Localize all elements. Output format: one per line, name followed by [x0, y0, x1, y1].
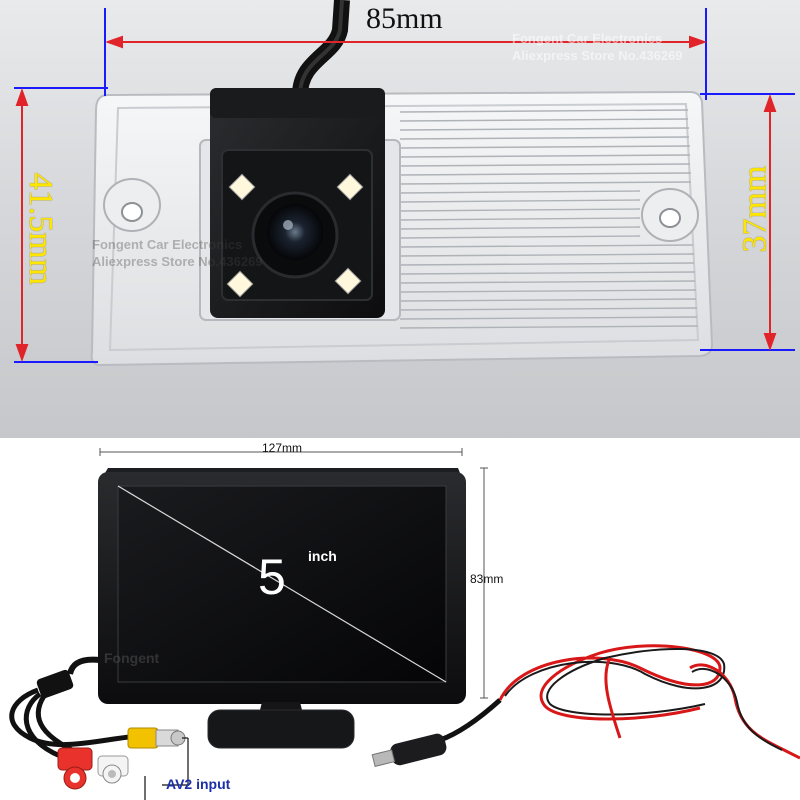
monitor-stand — [207, 709, 355, 749]
monitor-illustration — [9, 448, 800, 800]
rca-red-connector — [57, 747, 93, 790]
monitor-watermark: Fongent — [104, 650, 160, 666]
av2-input-label: AV2 input — [166, 776, 231, 792]
rca-white-connector — [97, 755, 129, 784]
dimension-arrows — [15, 35, 777, 362]
monitor-dimension-lines — [99, 448, 488, 699]
camera-lens — [251, 191, 339, 279]
monitor-height-label: 83mm — [470, 572, 504, 586]
camera-illustration — [14, 0, 795, 367]
mounting-hole-right — [641, 188, 699, 242]
rca-yellow-connector — [127, 727, 186, 749]
watermark-center: Fongent Car Electronics Aliexpress Store… — [92, 237, 263, 269]
ribbed-plastic-area — [399, 109, 699, 329]
led-lights — [226, 173, 364, 298]
monitor-product-photo: 127mm 83mm 5 inch Fongent AV2 input — [0, 438, 800, 800]
dimension-height-left-label: 41.5mm — [22, 172, 60, 286]
dimension-width-label: 85mm — [366, 2, 443, 35]
av2-pointer — [144, 737, 189, 800]
screen-size-number: 5 — [258, 549, 286, 605]
power-cable — [371, 644, 800, 768]
watermark-top-right: Fongent Car Electronics Aliexpress Store… — [512, 31, 683, 63]
cable-junction — [36, 669, 74, 699]
dc-plug — [390, 733, 447, 766]
dimension-height-right-label: 37mm — [736, 165, 774, 253]
mounting-hole-left — [103, 178, 161, 232]
monitor-width-label: 127mm — [262, 441, 303, 455]
dimension-lines — [14, 8, 795, 363]
camera-cable — [292, 0, 350, 96]
screen-diagonal — [117, 485, 447, 683]
screen-size-unit: inch — [308, 548, 337, 564]
camera-product-photo: 85mm 41.5mm 37mm Fongent Car Electronics… — [0, 0, 800, 438]
